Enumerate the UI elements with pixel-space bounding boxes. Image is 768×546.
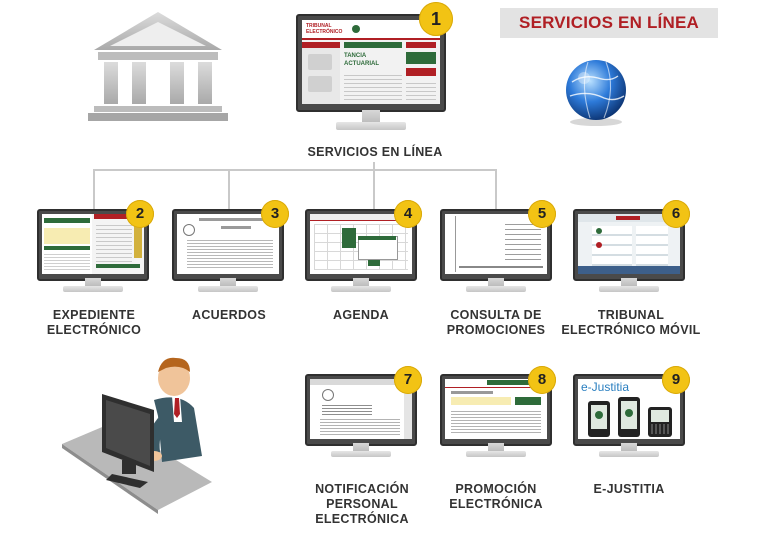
- label-agenda: AGENDA: [297, 308, 425, 323]
- label-movil: TRIBUNAL ELECTRÓNICO MÓVIL: [560, 308, 702, 338]
- badge-2: 2: [126, 200, 154, 228]
- connector-3: [228, 169, 230, 211]
- label-ejustitia: E-JUSTITIA: [565, 482, 693, 497]
- main-label: SERVICIOS EN LÍNEA: [307, 145, 443, 159]
- badge-9: 9: [662, 366, 690, 394]
- label-line: PROMOCIONES: [446, 323, 546, 337]
- main-monitor-screen: TRIBUNAL ELECTRÓNICO TANCIA ACTUARIAL: [302, 20, 440, 104]
- connector-2: [93, 169, 95, 211]
- monitor-notificacion[interactable]: [305, 374, 417, 464]
- badge-5: 5: [528, 200, 556, 228]
- courthouse-icon: [88, 12, 228, 121]
- label-acuerdos: ACUERDOS: [165, 308, 293, 323]
- label-line: ELECTRÓNICO: [46, 323, 142, 337]
- badge-4: 4: [394, 200, 422, 228]
- label-line: ACUERDOS: [192, 308, 266, 322]
- label-line: PROMOCIÓN: [455, 482, 537, 496]
- label-line: ELECTRÓNICA: [315, 512, 409, 526]
- label-line: CONSULTA DE: [450, 308, 542, 322]
- badge-6: 6: [662, 200, 690, 228]
- label-line: E-JUSTITIA: [593, 482, 665, 496]
- monitor-movil[interactable]: [573, 209, 685, 295]
- label-consulta: CONSULTA DE PROMOCIONES: [432, 308, 560, 338]
- page-title: SERVICIOS EN LÍNEA: [519, 13, 699, 32]
- monitor-expediente[interactable]: [37, 209, 149, 295]
- badge-3: 3: [261, 200, 289, 228]
- header-box: SERVICIOS EN LÍNEA: [500, 8, 718, 38]
- label-line: EXPEDIENTE: [52, 308, 136, 322]
- globe-icon: [566, 60, 626, 126]
- main-monitor[interactable]: TRIBUNAL ELECTRÓNICO TANCIA ACTUARIAL: [296, 14, 446, 138]
- connector-horizontal: [93, 169, 497, 171]
- label-notificacion: NOTIFICACIÓN PERSONAL ELECTRÓNICA: [297, 482, 427, 527]
- badge-8: 8: [528, 366, 556, 394]
- label-promocion: PROMOCIÓN ELECTRÓNICA: [432, 482, 560, 512]
- label-line: PERSONAL: [326, 497, 398, 511]
- ejustitia-screen-title: e-Justitia: [581, 380, 630, 394]
- label-line: AGENDA: [333, 308, 389, 322]
- badge-1: 1: [419, 2, 453, 36]
- connector-5: [495, 169, 497, 211]
- label-line: TRIBUNAL: [597, 308, 665, 322]
- main-screen-header: TRIBUNAL ELECTRÓNICO: [306, 23, 343, 35]
- badge-7: 7: [394, 366, 422, 394]
- label-line: NOTIFICACIÓN: [315, 482, 409, 496]
- user-at-computer-icon: [62, 357, 212, 514]
- label-line: ELECTRÓNICO MÓVIL: [561, 323, 701, 337]
- label-expediente: EXPEDIENTE ELECTRÓNICO: [30, 308, 158, 338]
- connector-4: [373, 162, 375, 211]
- label-line: ELECTRÓNICA: [449, 497, 543, 511]
- main-screen-banner: TANCIA ACTUARIAL: [344, 53, 379, 67]
